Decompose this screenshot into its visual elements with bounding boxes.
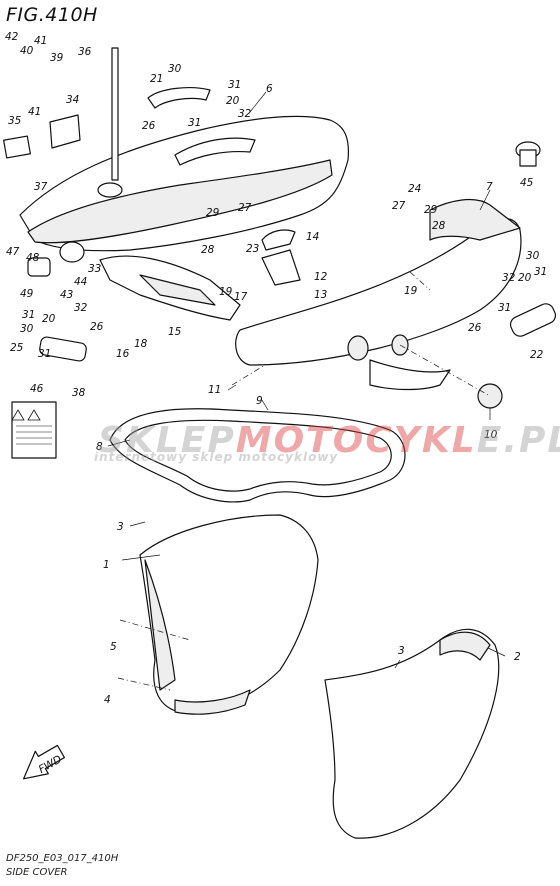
- bracket-part-12: [261, 249, 301, 286]
- callout-c16: 16: [116, 348, 130, 360]
- callout-c27a: 27: [238, 202, 252, 214]
- callout-c30a: 30: [168, 63, 182, 75]
- callout-c31e: 31: [534, 266, 547, 278]
- callout-c31a: 31: [228, 79, 241, 91]
- callout-c41a: 41: [34, 35, 47, 47]
- callout-c10: 10: [484, 429, 498, 441]
- callout-c31f: 31: [498, 302, 511, 314]
- callout-c18: 18: [134, 338, 148, 350]
- callout-c24: 24: [408, 183, 421, 195]
- callout-c34: 34: [66, 94, 79, 106]
- bracket-part-23: [261, 229, 296, 251]
- callout-c13: 13: [314, 289, 327, 301]
- callout-c39: 39: [50, 52, 64, 64]
- callout-c46: 46: [30, 383, 44, 395]
- plate-part-34: [49, 114, 81, 149]
- drawing-code: DF250_E03_017_410H: [6, 853, 119, 864]
- callout-c32c: 32: [502, 272, 516, 284]
- callout-c20b: 20: [226, 95, 240, 107]
- plate-part-35: [3, 135, 31, 159]
- callout-c26a: 26: [142, 120, 156, 132]
- callout-c2: 2: [514, 651, 521, 663]
- callout-c19a: 19: [219, 286, 233, 298]
- callout-c6: 6: [266, 83, 273, 95]
- callout-c41b: 41: [28, 106, 41, 118]
- grip-part-25: [39, 336, 87, 362]
- callout-c32a: 32: [238, 108, 252, 120]
- callout-c35: 35: [8, 115, 22, 127]
- callout-c28a: 28: [201, 244, 215, 256]
- callout-c3b: 3: [398, 645, 405, 657]
- callout-c49: 49: [20, 288, 34, 300]
- callout-c31d: 31: [38, 348, 51, 360]
- callout-c47: 47: [6, 246, 20, 258]
- callout-c31b: 31: [188, 117, 201, 129]
- callout-c7: 7: [486, 181, 493, 193]
- callout-c22: 22: [530, 349, 544, 361]
- callout-c15: 15: [168, 326, 182, 338]
- callout-c30b: 30: [20, 323, 34, 335]
- callout-c19b: 19: [404, 285, 418, 297]
- plug-part-45: [515, 141, 541, 167]
- callout-c26b: 26: [90, 321, 104, 333]
- bushing-part-47: [27, 257, 51, 277]
- gasket-part-8: [109, 408, 406, 503]
- callout-c5: 5: [110, 641, 117, 653]
- callout-c31c: 31: [22, 309, 35, 321]
- callout-c29a: 29: [206, 207, 220, 219]
- callout-c14: 14: [306, 231, 319, 243]
- callout-c11: 11: [208, 384, 221, 396]
- label-part-46: [11, 401, 57, 459]
- callout-c25: 25: [10, 342, 24, 354]
- watermark-subtext: internetowy sklep motocyklowy: [94, 450, 339, 464]
- upper-cover-part-7: [235, 199, 522, 391]
- callout-c48: 48: [26, 252, 40, 264]
- mount-bracket-part-15: [99, 255, 241, 321]
- callout-c45: 45: [520, 177, 534, 189]
- section-name: SIDE COVER: [6, 867, 68, 878]
- callout-c8: 8: [96, 441, 103, 453]
- callout-c26c: 26: [468, 322, 482, 334]
- callout-c27b: 27: [392, 200, 406, 212]
- tie-part-36: [111, 47, 119, 181]
- callout-c33: 33: [88, 263, 101, 275]
- callout-c17: 17: [234, 291, 248, 303]
- callout-c29b: 29: [424, 204, 438, 216]
- watermark-text: SKLEPMOTOCYKLE.PL: [98, 420, 560, 461]
- callout-c12: 12: [314, 271, 328, 283]
- callout-c30c: 30: [526, 250, 540, 262]
- figure-code: FIG.410H: [6, 4, 98, 26]
- callout-c42: 42: [5, 31, 19, 43]
- callout-c28b: 28: [432, 220, 446, 232]
- callout-c21: 21: [150, 73, 163, 85]
- side-cover-part-1: [139, 514, 319, 715]
- grommet-part-48: [59, 241, 85, 263]
- callout-c3a: 3: [117, 521, 124, 533]
- callout-c32b: 32: [74, 302, 88, 314]
- callout-c4: 4: [104, 694, 111, 706]
- callout-c44: 44: [74, 276, 87, 288]
- callout-c37: 37: [34, 181, 48, 193]
- callout-c40: 40: [20, 45, 34, 57]
- callout-c23: 23: [246, 243, 259, 255]
- callout-c38: 38: [72, 387, 86, 399]
- plug-part-10: [477, 383, 503, 409]
- callout-c20a: 20: [42, 313, 56, 325]
- callout-c20c: 20: [518, 272, 532, 284]
- callout-c43: 43: [60, 289, 73, 301]
- callout-c1: 1: [103, 559, 110, 571]
- grip-part-22: [509, 303, 557, 337]
- lever-part-21: [147, 87, 211, 109]
- callout-c9: 9: [256, 395, 263, 407]
- callout-c36: 36: [78, 46, 92, 58]
- upper-cover-part-6: [19, 115, 350, 252]
- side-cover-part-2: [324, 628, 500, 839]
- fwd-arrow: FWD: [22, 744, 66, 780]
